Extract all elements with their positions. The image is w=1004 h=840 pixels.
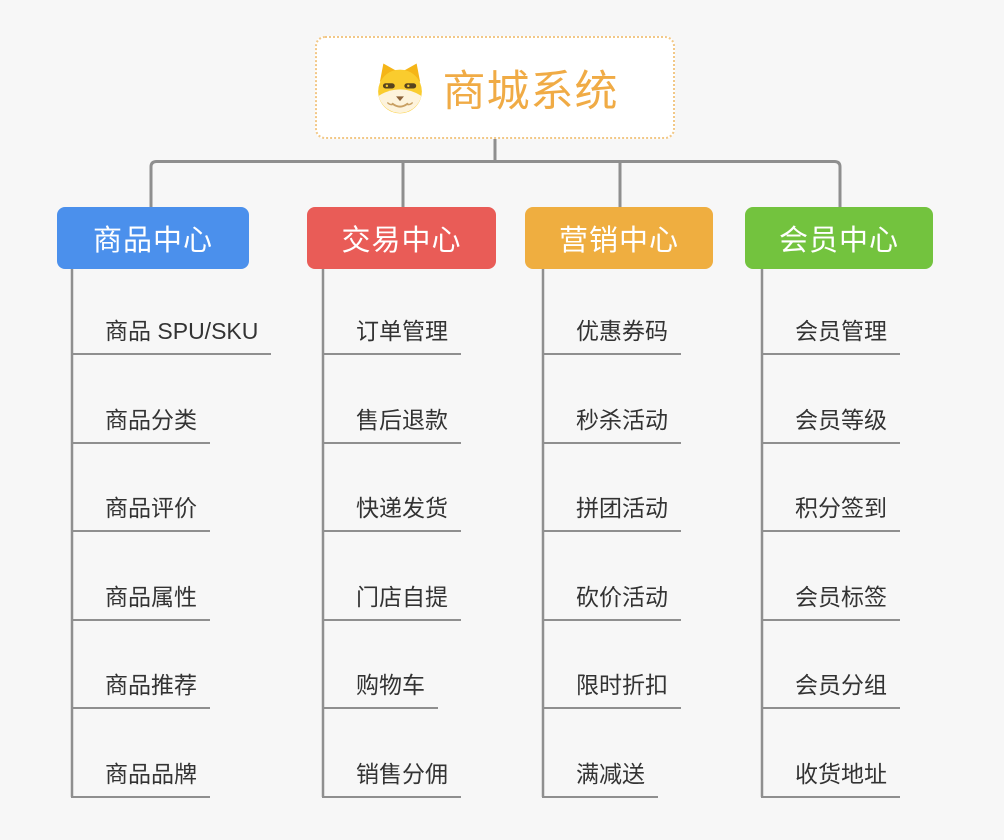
branch-node-member-center[interactable]: 会员中心	[745, 207, 933, 269]
leaf-node[interactable]: 砍价活动	[542, 583, 681, 621]
leaf-node[interactable]: 商品推荐	[71, 671, 210, 709]
leaf-node[interactable]: 积分签到	[761, 494, 900, 532]
leaf-node[interactable]: 优惠券码	[542, 317, 681, 355]
root-label: 商城系统	[442, 67, 619, 116]
leaf-node[interactable]: 秒杀活动	[542, 406, 681, 444]
leaf-node[interactable]: 快递发货	[322, 494, 461, 532]
leaf-node[interactable]: 会员管理	[761, 317, 900, 355]
leaf-node[interactable]: 订单管理	[322, 317, 461, 355]
leaf-node[interactable]: 商品分类	[71, 406, 210, 444]
doge-face-icon	[372, 60, 428, 116]
branch-node-trade-center[interactable]: 交易中心	[307, 207, 496, 269]
leaf-node[interactable]: 限时折扣	[542, 671, 681, 709]
leaf-node[interactable]: 商品 SPU/SKU	[71, 317, 272, 355]
branch-node-marketing-center[interactable]: 营销中心	[525, 207, 713, 269]
leaf-node[interactable]: 售后退款	[322, 406, 461, 444]
root-node[interactable]: 商城系统	[315, 36, 675, 139]
leaf-node[interactable]: 会员分组	[761, 671, 900, 709]
leaf-node[interactable]: 购物车	[322, 671, 438, 709]
leaf-node[interactable]: 收货地址	[761, 760, 900, 798]
leaf-node[interactable]: 满减送	[542, 760, 658, 798]
leaf-node[interactable]: 会员标签	[761, 583, 900, 621]
leaf-node[interactable]: 会员等级	[761, 406, 900, 444]
leaf-node[interactable]: 商品属性	[71, 583, 210, 621]
leaf-node[interactable]: 拼团活动	[542, 494, 681, 532]
leaf-node[interactable]: 销售分佣	[322, 760, 461, 798]
leaf-node[interactable]: 商品品牌	[71, 760, 210, 798]
leaf-node[interactable]: 商品评价	[71, 494, 210, 532]
branch-node-product-center[interactable]: 商品中心	[57, 207, 249, 269]
leaf-node[interactable]: 门店自提	[322, 583, 461, 621]
